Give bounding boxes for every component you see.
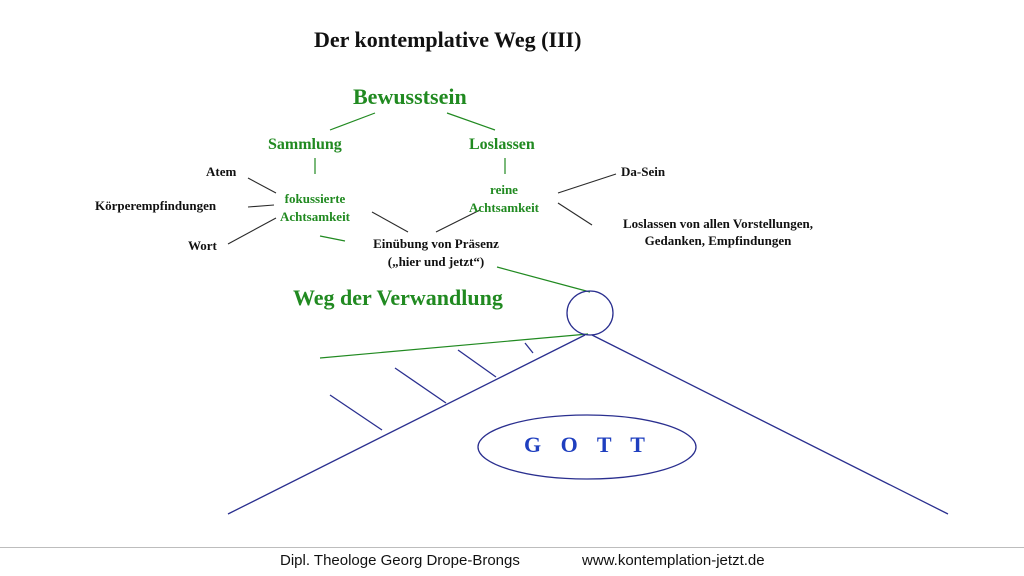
connector-wort [227,217,277,245]
loslassen-von-line-1: Loslassen von allen Vorstellungen, [623,216,813,231]
connector-loslassen-von [557,202,593,226]
reine-line-2: Achtsamkeit [468,199,540,215]
path-structure [227,290,949,515]
footer-author: Dipl. Theologe Georg Drope-Brongs [280,552,520,569]
input-wort: Wort [188,238,217,253]
loslassen-von-line-2: Gedanken, Empfindungen [644,232,792,248]
einuebung-line-1: Einübung von Präsenz [373,236,499,251]
gott-label: G O T T [524,432,652,457]
connector-bewusstsein-sammlung [329,112,376,131]
apex-circle [566,290,614,336]
fokus-line-1: fokussierte [284,191,346,206]
gott-ellipse [477,414,697,480]
input-koerperempfindungen: Körperempfindungen [95,198,217,213]
node-loslassen: Loslassen [469,136,535,153]
path-left-edge [227,334,586,515]
path-top-edge [319,333,589,359]
input-atem: Atem [206,164,237,179]
path-right-edge [591,334,949,515]
path-label: Weg der Verwandlung [293,285,503,310]
node-fokussierte-achtsamkeit: fokussierte Achtsamkeit [272,190,358,225]
tree-connectors [314,112,591,359]
output-da-sein: Da-Sein [621,164,666,179]
connector-einuebung-circle [496,266,591,293]
fokus-line-2: Achtsamkeit [279,208,351,224]
footer-url: www.kontemplation-jetzt.de [582,552,765,569]
node-einuebung: Einübung von Präsenz („hier und jetzt“) [356,235,516,270]
path-rung-1 [329,394,383,431]
output-loslassen-von: Loslassen von allen Vorstellungen, Gedan… [594,216,842,250]
connector-fokus-einuebung [319,235,346,242]
connector-fokus-practice [371,211,409,233]
footer-divider [0,547,1024,548]
page-title: Der kontemplative Weg (III) [314,27,582,52]
einuebung-line-2: („hier und jetzt“) [387,253,485,269]
side-connectors [227,173,617,245]
path-rung-2 [394,367,447,404]
connector-bewusstsein-loslassen [446,112,496,131]
diagram-canvas [227,112,949,515]
connector-koerper [247,204,275,208]
connector-dasein [557,173,617,194]
connector-atem [247,177,277,194]
connector-reine-practice [435,209,481,233]
path-rung-3 [457,349,497,378]
path-rung-4 [524,342,534,354]
node-bewusstsein: Bewusstsein [353,84,467,109]
node-reine-achtsamkeit: reine Achtsamkeit [460,181,548,216]
node-sammlung: Sammlung [268,136,342,153]
reine-line-1: reine [490,182,518,197]
